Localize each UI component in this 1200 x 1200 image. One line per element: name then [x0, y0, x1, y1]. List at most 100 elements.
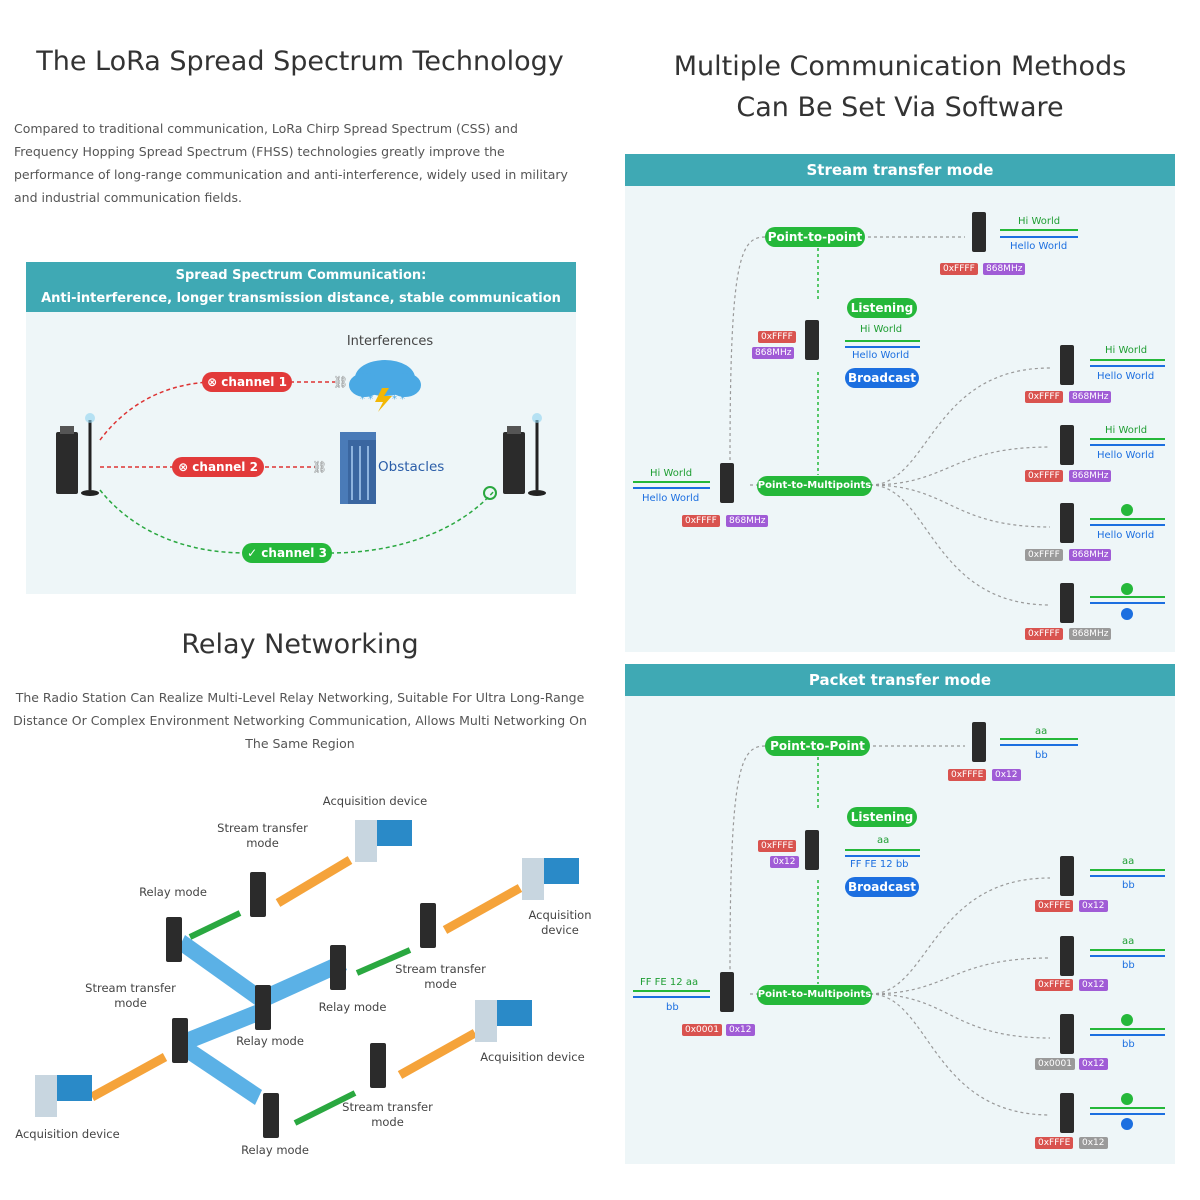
packet-header: Packet transfer mode: [625, 664, 1175, 696]
packet-msg-bb-1: bb: [1035, 750, 1048, 761]
packet-msg-aa-4: aa: [1122, 936, 1135, 947]
banner-line-2: Anti-interference, longer transmission d…: [41, 291, 561, 306]
x-icon: ⊗: [178, 460, 193, 474]
stream-tag-freq-7: 868MHz: [1069, 628, 1112, 640]
banner-line-1: Spread Spectrum Communication:: [175, 268, 427, 283]
stream-tag-addr-4: 0xFFFF: [1025, 391, 1063, 403]
lora-paragraph: Compared to traditional communication, L…: [14, 121, 568, 205]
stream-msg-hi-2: Hi World: [860, 324, 903, 335]
packet-tag-addr-7: 0xFFFE: [1035, 1137, 1074, 1149]
packet-tag-ch-6: 0x12: [1079, 1058, 1108, 1070]
relay-label-acq-top: Acquisition device: [322, 794, 428, 808]
svg-text:* *: * *: [360, 394, 373, 405]
packet-tag-ch-5: 0x12: [1079, 979, 1108, 991]
packet-tag-ch-7: 0x12: [1079, 1137, 1108, 1149]
method-radio-icons: [720, 212, 1074, 1133]
packet-listening-pill: Listening: [847, 807, 917, 827]
interferences-label: Interferences: [346, 334, 434, 349]
relay-label-acq-bottom-left: Acquisition device: [15, 1127, 120, 1141]
stream-p2p-pill: Point-to-point: [765, 227, 865, 247]
stream-msg-hi-5: Hi World: [1105, 425, 1148, 436]
channel-2-label: channel 2: [192, 460, 258, 474]
relay-radio-icons: [166, 872, 436, 1138]
methods-title-line-2: Can Be Set Via Software: [736, 92, 1064, 123]
packet-msg-bb-5: bb: [1122, 1039, 1135, 1050]
radio-right-icon: [503, 413, 546, 496]
relay-label-relay-center: Relay mode: [236, 1034, 304, 1048]
check-icon: ✓: [247, 546, 262, 560]
methods-title: Multiple Communication Methods Can Be Se…: [625, 46, 1175, 128]
stream-msg-hello-3: Hello World: [642, 493, 700, 504]
stream-listening-pill: Listening: [847, 298, 917, 318]
relay-title: Relay Networking: [181, 629, 419, 660]
channel-2-pill: ⊗ channel 2: [172, 457, 264, 477]
stream-tag-freq-3: 868MHz: [726, 515, 769, 527]
relay-label-acq-bottom-right: Acquisition device: [480, 1050, 585, 1064]
stream-tag-addr-6: 0xFFFF: [1025, 549, 1063, 561]
stream-header: Stream transfer mode: [625, 154, 1175, 186]
packet-msg-bb-3: bb: [1122, 880, 1135, 891]
packet-p2mp-pill: Point-to-Multipoints: [757, 985, 872, 1005]
stream-msg-hello-2: Hello World: [852, 350, 910, 361]
stream-tag-freq-1: 868MHz: [983, 263, 1026, 275]
x-mark-icons: [1121, 504, 1133, 1130]
packet-tag-ch-4: 0x12: [1079, 900, 1108, 912]
channel-1-label: channel 1: [221, 375, 287, 389]
relay-label-relay-mid: Relay mode: [318, 1000, 387, 1014]
packet-msg-aa-3: aa: [1122, 856, 1135, 867]
packet-tag-addr-1: 0xFFFE: [948, 769, 987, 781]
stream-tag-addr-7: 0xFFFF: [1025, 628, 1063, 640]
relay-label-stream-mid: Stream transfer mode: [395, 962, 486, 991]
relay-label-stream-bottom: Stream transfer mode: [342, 1100, 433, 1129]
methods-title-line-1: Multiple Communication Methods: [673, 51, 1127, 82]
computer-icons: [35, 820, 579, 1117]
svg-text:* *: * *: [392, 394, 405, 405]
lora-title: The LoRa Spread Spectrum Technology: [36, 46, 564, 77]
broken-link-icon-1: ⛓: [333, 375, 348, 389]
stream-broadcast-pill: Broadcast: [845, 368, 919, 388]
stream-tag-addr-3: 0xFFFF: [682, 515, 720, 527]
channel-3-pill: ✓ channel 3: [242, 543, 332, 563]
building-icon: [340, 432, 376, 504]
relay-label-stream-top: Stream transfer mode: [217, 821, 308, 850]
packet-tag-addr-6: 0x0001: [1035, 1058, 1075, 1070]
packet-tag-addr-3: 0x0001: [682, 1024, 722, 1036]
packet-tag-addr-2: 0xFFFE: [758, 840, 797, 852]
stream-msg-hi-1: Hi World: [1018, 216, 1061, 227]
stream-tag-freq-6: 868MHz: [1069, 549, 1112, 561]
stream-msg-hello-5: Hello World: [1097, 450, 1155, 461]
stream-msg-hello-6: Hello World: [1097, 530, 1155, 541]
relay-label-stream-left: Stream transfer mode: [85, 981, 176, 1010]
packet-tag-ch-2: 0x12: [770, 856, 799, 868]
stream-tag-addr-1: 0xFFFF: [940, 263, 978, 275]
packet-tag-addr-5: 0xFFFE: [1035, 979, 1074, 991]
stream-msg-hi-4: Hi World: [1105, 345, 1148, 356]
stream-tag-freq-2: 868MHz: [752, 347, 795, 359]
relay-paragraph: The Radio Station Can Realize Multi-Leve…: [13, 690, 587, 751]
stream-tag-freq-4: 868MHz: [1069, 391, 1112, 403]
relay-label-relay-bottom: Relay mode: [241, 1143, 309, 1157]
channel-1-pill: ⊗ channel 1: [202, 372, 292, 392]
obstacles-label: Obstacles: [378, 459, 445, 475]
packet-msg-ff: FF FE 12 bb: [850, 859, 909, 870]
stream-p2mp-pill: Point-to-Multipoints: [757, 476, 872, 496]
packet-p2p-pill: Point-to-Point: [765, 736, 870, 756]
packet-tag-ch-1: 0x12: [992, 769, 1021, 781]
stream-tag-addr-2: 0xFFFF: [758, 331, 796, 343]
relay-label-acq-right: Acquisition device: [528, 908, 592, 937]
broken-link-icon-2: ⛓: [312, 460, 327, 474]
stream-msg-hello-4: Hello World: [1097, 371, 1155, 382]
x-icon: ⊗: [207, 375, 222, 389]
packet-msg-aa-1: aa: [1035, 726, 1048, 737]
packet-tag-addr-4: 0xFFFE: [1035, 900, 1074, 912]
packet-msg-ffaa: FF FE 12 aa: [640, 977, 699, 988]
packet-tag-ch-3: 0x12: [726, 1024, 755, 1036]
packet-broadcast-pill: Broadcast: [845, 877, 919, 897]
radio-left-icon: [56, 413, 99, 496]
stream-panel: [625, 186, 1175, 652]
packet-msg-bb-2: bb: [666, 1002, 679, 1013]
link-icon: [483, 486, 497, 500]
